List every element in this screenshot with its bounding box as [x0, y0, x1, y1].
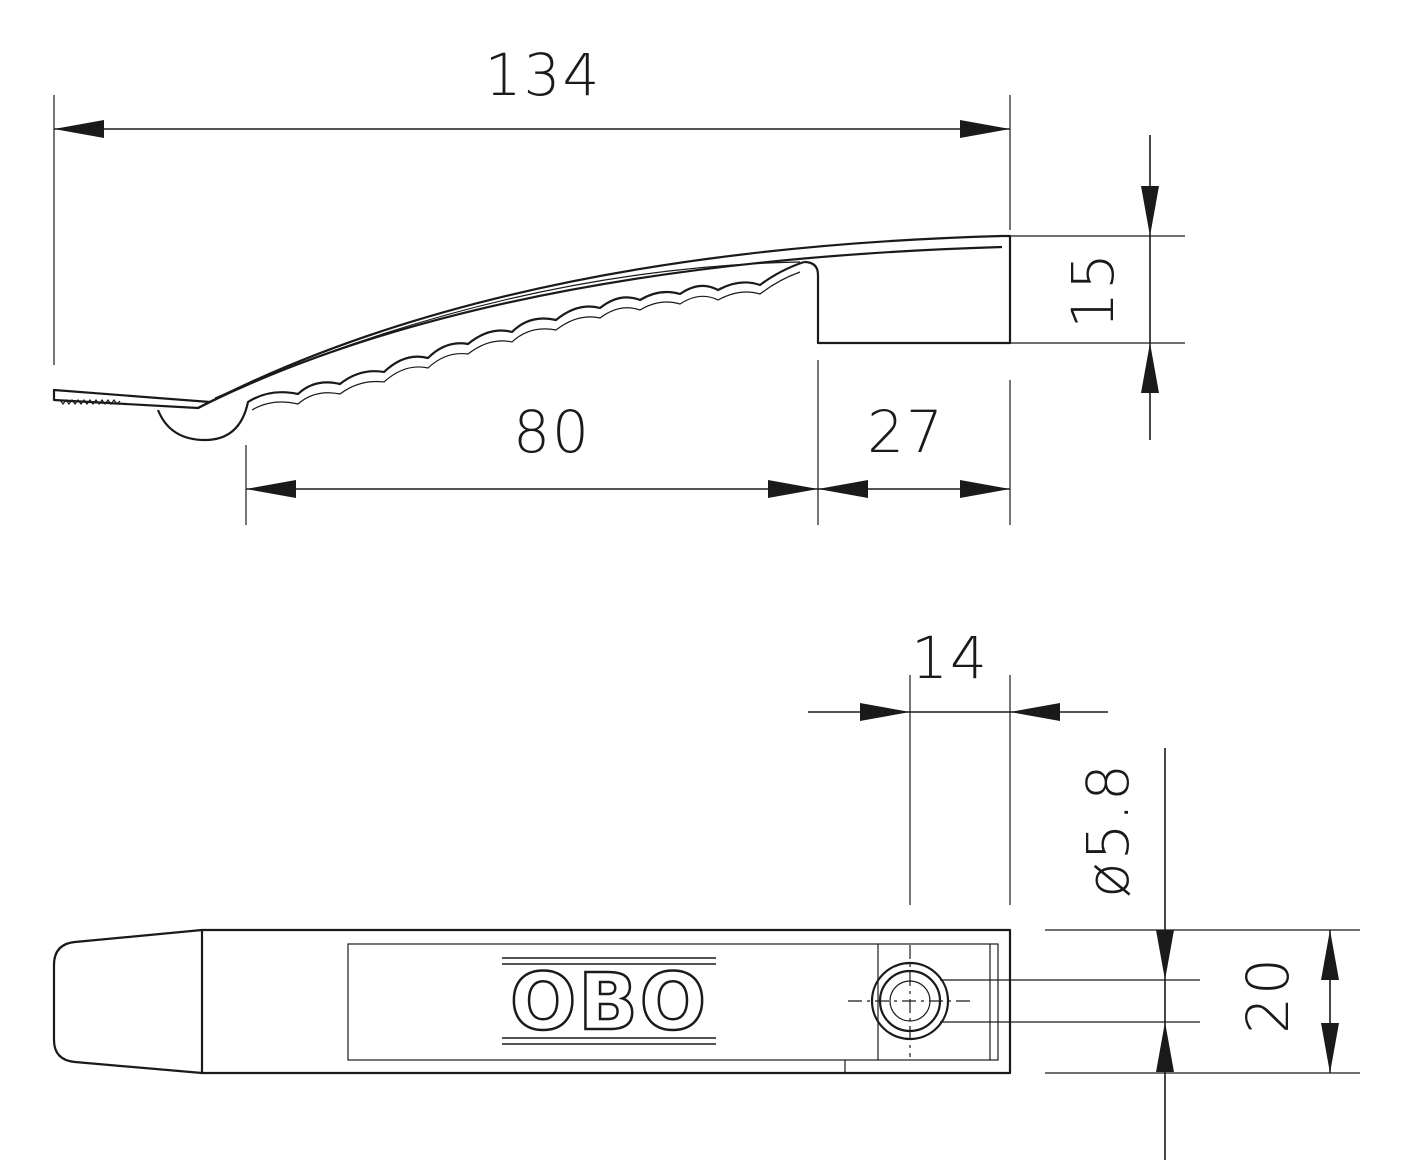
dimension-width: 20: [1234, 956, 1302, 1034]
cable-tie-top-profile: OBO: [52, 928, 1012, 1075]
dimension-80: 80: [246, 398, 818, 498]
dimension-overall-length: 134: [485, 41, 602, 109]
dimension-27: 27: [818, 398, 1010, 498]
dimension-134: 134: [54, 41, 1010, 138]
dimension-diameter: ø5.8: [1074, 748, 1174, 1160]
obo-logo: OBO: [502, 957, 716, 1049]
logo-text: OBO: [510, 958, 708, 1048]
dimension-hole-diameter: ø5.8: [1074, 762, 1142, 898]
top-view: 14 ø5.8 20: [52, 624, 1360, 1160]
dimension-14: 14: [808, 624, 1108, 721]
cable-tie-side-profile: [52, 234, 1012, 442]
dimension-hole-offset: 14: [911, 624, 989, 692]
dimension-20: 20: [1234, 930, 1339, 1073]
mounting-hole: [848, 945, 972, 1057]
dimension-15: 15: [1059, 135, 1159, 440]
dimension-grip-length: 80: [513, 398, 591, 466]
dimension-head-length: 27: [867, 398, 945, 466]
dimension-head-height: 15: [1059, 251, 1127, 329]
side-view: 134 80 27 15: [52, 41, 1185, 525]
